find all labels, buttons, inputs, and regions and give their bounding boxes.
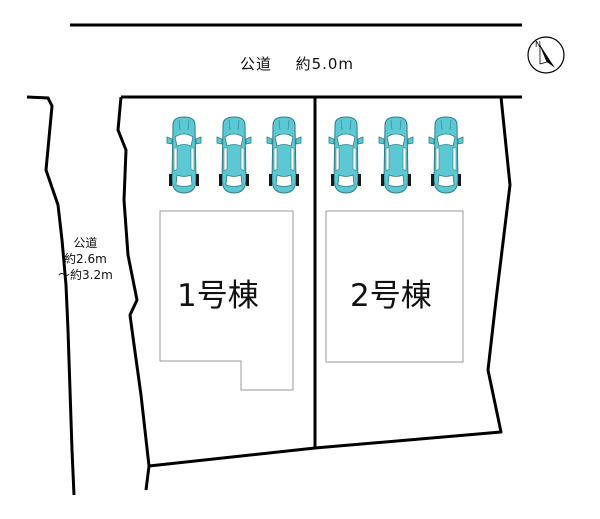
- site-boundary: [116, 95, 522, 491]
- parked-car-icon: [428, 116, 464, 194]
- parked-car-icon: [166, 116, 202, 194]
- side-road-width-min: 約2.6m: [64, 252, 107, 266]
- road-side-edge-line: [26, 95, 76, 496]
- parked-car-icon: [266, 116, 302, 194]
- parked-car-icon: [328, 116, 364, 194]
- building-footprint-1: [159, 210, 294, 391]
- top-road-width: 約5.0m: [295, 55, 355, 73]
- parked-car-icon: [378, 116, 414, 194]
- side-road-width-max: ～約3.2m: [58, 268, 113, 282]
- compass-north-label: N: [535, 40, 541, 49]
- top-road-name: 公道: [240, 55, 273, 73]
- side-road-name: 公道: [73, 236, 98, 250]
- parked-car-icon: [216, 116, 252, 194]
- top-road-label: 公道 約5.0m: [240, 53, 354, 74]
- building-footprint-2: [325, 210, 464, 363]
- building-1-label: 1号棟: [177, 278, 259, 314]
- side-road-label: 公道 約2.6m ～約3.2m: [58, 235, 113, 283]
- compass-icon: N: [527, 36, 565, 74]
- building-2-label: 2号棟: [350, 278, 432, 314]
